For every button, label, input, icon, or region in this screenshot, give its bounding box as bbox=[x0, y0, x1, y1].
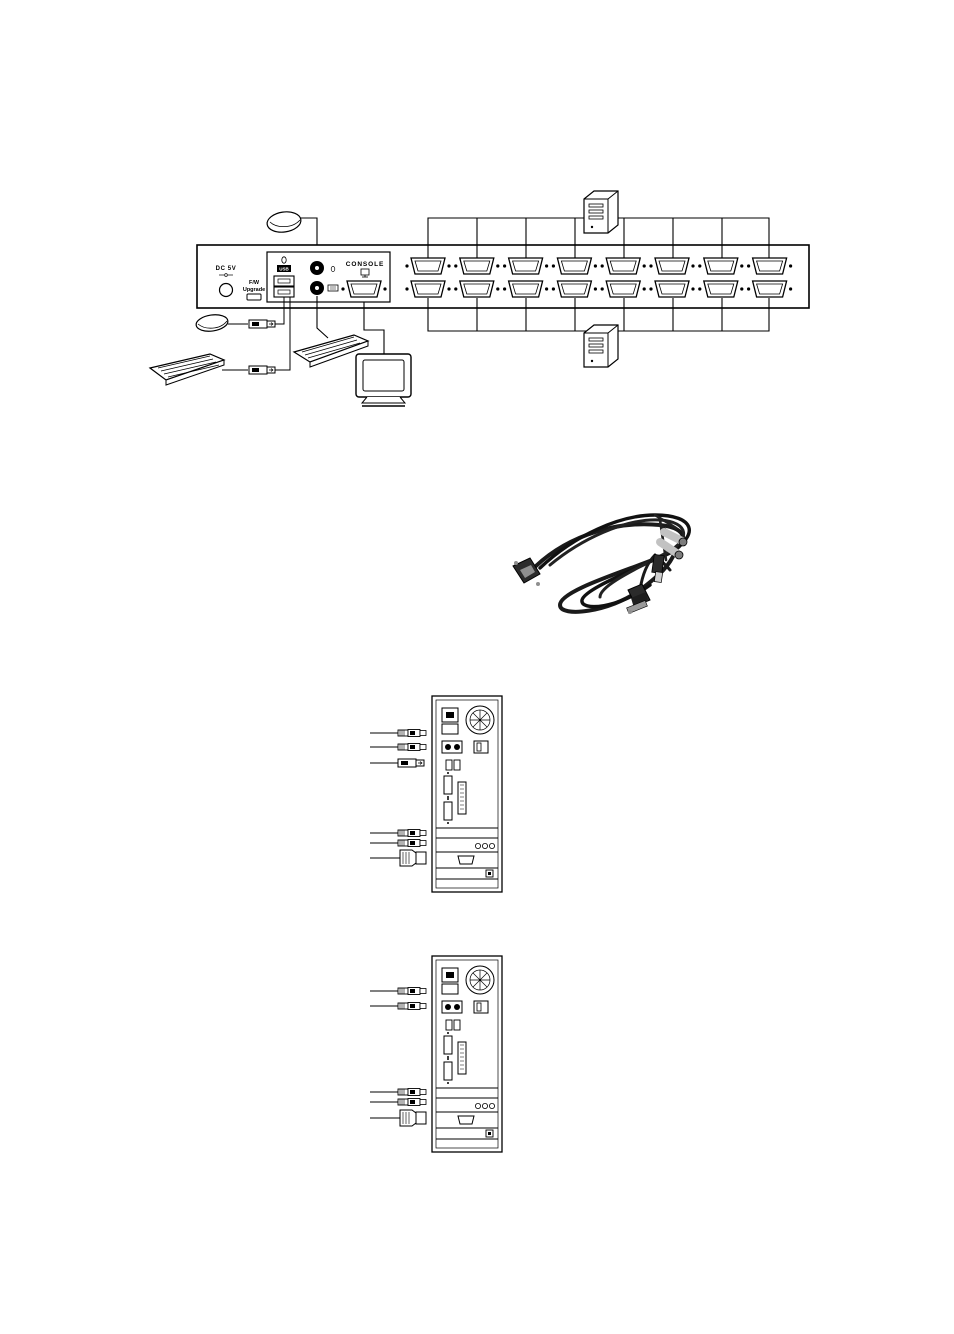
upgrade-label: Upgrade bbox=[243, 287, 265, 293]
usb-label: USB bbox=[279, 267, 289, 272]
computer-tower-icon bbox=[584, 191, 618, 233]
monitor-icon bbox=[356, 302, 411, 406]
kvm-switch-panel: DC 5V F/W Upgrade USB bbox=[197, 245, 809, 308]
pc-connection-figure-ps2 bbox=[370, 956, 502, 1152]
keyboard-glyph-icon-small bbox=[328, 285, 338, 291]
usb-mouse-icon bbox=[195, 313, 275, 333]
console-usb-port-2[interactable] bbox=[274, 287, 294, 297]
cable-plugs-icon-2 bbox=[370, 988, 426, 1127]
fw-label: F/W bbox=[249, 280, 260, 286]
pc-backside-icon-2 bbox=[432, 956, 502, 1152]
dc-power-jack[interactable] bbox=[220, 284, 233, 297]
pc-backside-icon bbox=[432, 696, 502, 892]
console-usb-port-1[interactable] bbox=[274, 276, 294, 286]
computer-tower-icon-lower bbox=[584, 325, 618, 367]
kvm-cable-figure bbox=[513, 515, 689, 614]
console-label: CONSOLE bbox=[346, 261, 384, 268]
usb-keyboard-icon bbox=[150, 354, 275, 385]
switch-installation-figure: DC 5V F/W Upgrade USB bbox=[150, 191, 809, 406]
console-ps2-mouse-port[interactable] bbox=[310, 261, 324, 275]
console-ps2-keyboard-port[interactable] bbox=[310, 281, 324, 295]
dc-label: DC 5V bbox=[216, 266, 237, 272]
vga-plug-icon bbox=[513, 558, 540, 586]
pc-connection-figure-usb bbox=[370, 696, 502, 892]
cable-plugs-icon bbox=[370, 730, 426, 867]
fw-upgrade-port[interactable] bbox=[247, 294, 261, 300]
